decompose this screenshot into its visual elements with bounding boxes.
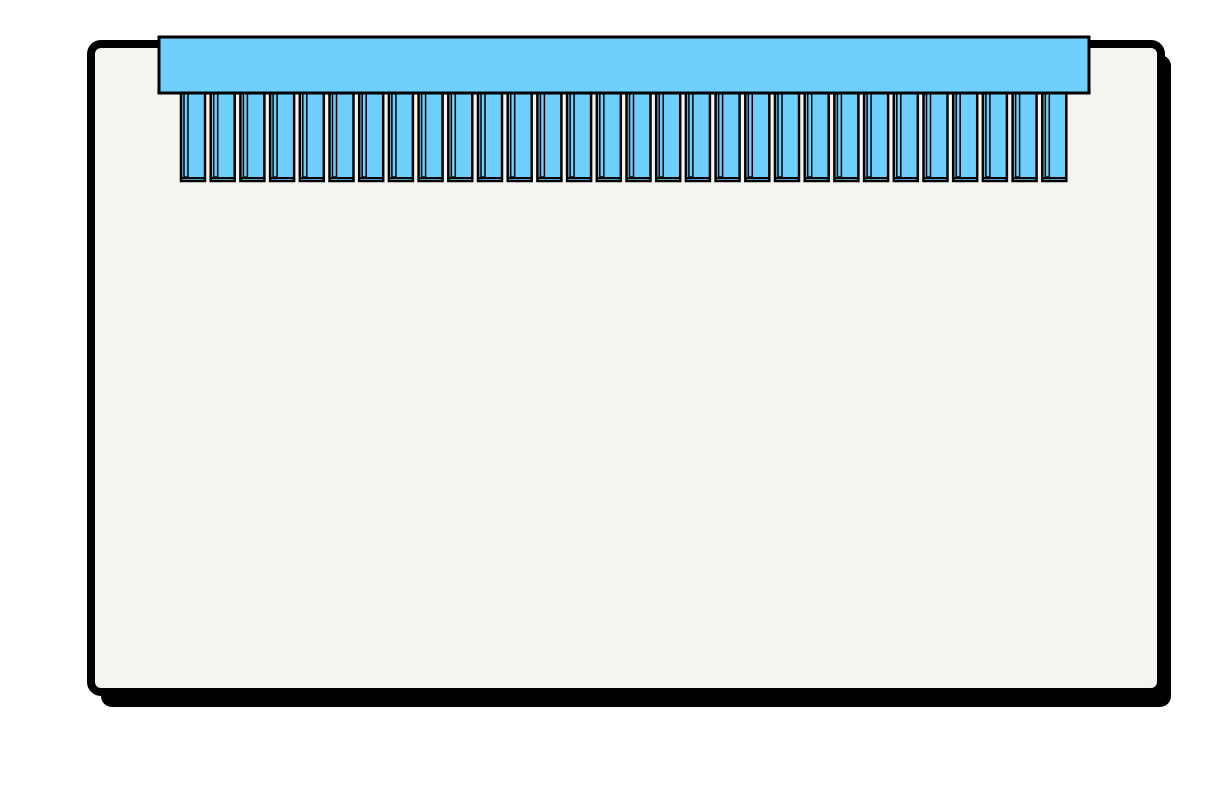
comb-tooth <box>239 86 266 183</box>
comb-tooth <box>298 86 326 183</box>
comb-tooth <box>773 86 801 183</box>
comb-tooth-body <box>536 86 563 183</box>
comb-tooth-body <box>506 86 533 183</box>
comb-tooth-body <box>595 86 623 183</box>
comb-tooth <box>209 86 236 183</box>
comb-tooth <box>684 86 712 183</box>
comb-tooth-body <box>179 86 207 183</box>
comb-tooth-body <box>447 86 474 183</box>
comb-tooth-body <box>357 86 385 183</box>
comb-bar <box>157 35 1091 95</box>
comb-tooth-body <box>268 86 296 183</box>
comb-tooth-body <box>862 86 890 183</box>
comb-tooth <box>892 86 920 183</box>
comb-tooth <box>922 86 949 183</box>
comb-tooth <box>714 86 741 183</box>
comb-tooth <box>1011 86 1038 183</box>
comb-tooth <box>595 86 623 183</box>
comb-tooth <box>654 86 682 183</box>
comb-tooth <box>387 86 415 183</box>
comb-tooth-body <box>654 86 682 183</box>
comb-tooth <box>268 86 296 183</box>
comb-tooth-body <box>892 86 920 183</box>
comb-tooth-body <box>951 86 979 183</box>
comb-header <box>157 35 1091 183</box>
comb-tooth-body <box>744 86 771 183</box>
comb-tooth <box>803 86 830 183</box>
comb-tooth <box>179 86 207 183</box>
comb-tooth <box>833 86 860 183</box>
comb-tooth-body <box>476 86 504 183</box>
comb-teeth <box>179 86 1068 183</box>
comb-tooth-body <box>298 86 326 183</box>
comb-tooth <box>951 86 979 183</box>
comb-tooth-body <box>922 86 949 183</box>
card <box>87 40 1171 707</box>
comb-tooth <box>476 86 504 183</box>
comb-tooth <box>1041 86 1068 183</box>
comb-tooth <box>744 86 771 183</box>
comb-tooth <box>981 86 1009 183</box>
comb-tooth <box>862 86 890 183</box>
comb-tooth <box>447 86 474 183</box>
comb-tooth <box>417 86 444 183</box>
comb-tooth <box>328 86 355 183</box>
comb-tooth-body <box>625 86 652 183</box>
comb-tooth <box>565 86 593 183</box>
comb-tooth-body <box>1011 86 1038 183</box>
comb-tooth <box>536 86 563 183</box>
comb-tooth <box>357 86 385 183</box>
comb-tooth <box>625 86 652 183</box>
comb-tooth <box>506 86 533 183</box>
